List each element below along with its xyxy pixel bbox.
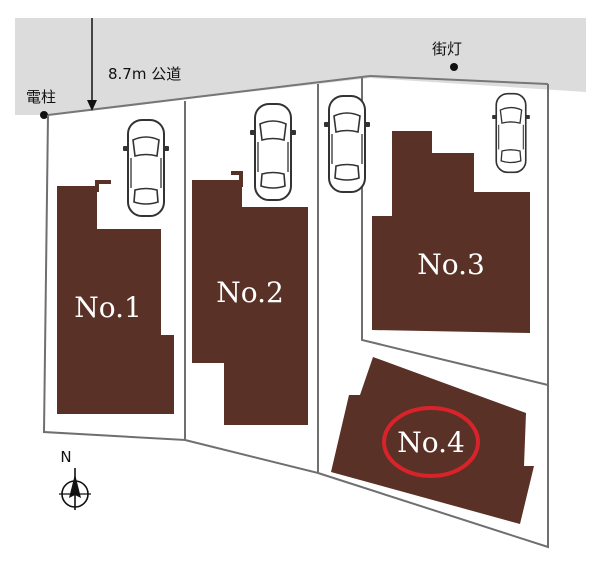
lot-1-label: No.1 <box>74 291 142 324</box>
road-edge-line <box>369 75 549 85</box>
road-width-arrowhead <box>87 100 97 111</box>
lot-1-entrance <box>95 180 111 192</box>
lot-3-label: No.3 <box>417 248 485 281</box>
street-light-label: 街灯 <box>432 40 462 58</box>
lot-2-building <box>192 180 308 425</box>
lot-2-entrance <box>231 171 243 187</box>
lot-4-label: No.4 <box>397 426 465 459</box>
road-edge-line <box>47 75 371 116</box>
utility-pole-icon <box>40 111 48 119</box>
street-light-icon <box>450 63 458 71</box>
road-label: 8.7m 公道 <box>108 65 181 83</box>
compass-label: N <box>60 448 71 466</box>
car-icon <box>323 95 371 193</box>
utility-pole-label: 電柱 <box>26 88 56 106</box>
north-arrow-icon <box>59 468 91 510</box>
lot-4-highlight-circle <box>382 406 480 478</box>
lot-2-label: No.2 <box>216 276 284 309</box>
car-icon <box>122 119 170 217</box>
lot-1-building <box>57 186 174 414</box>
car-icon <box>491 92 531 174</box>
lot-3-building <box>372 131 530 333</box>
car-icon <box>249 103 297 201</box>
public-road <box>15 18 586 115</box>
lot-4-building <box>331 357 534 524</box>
